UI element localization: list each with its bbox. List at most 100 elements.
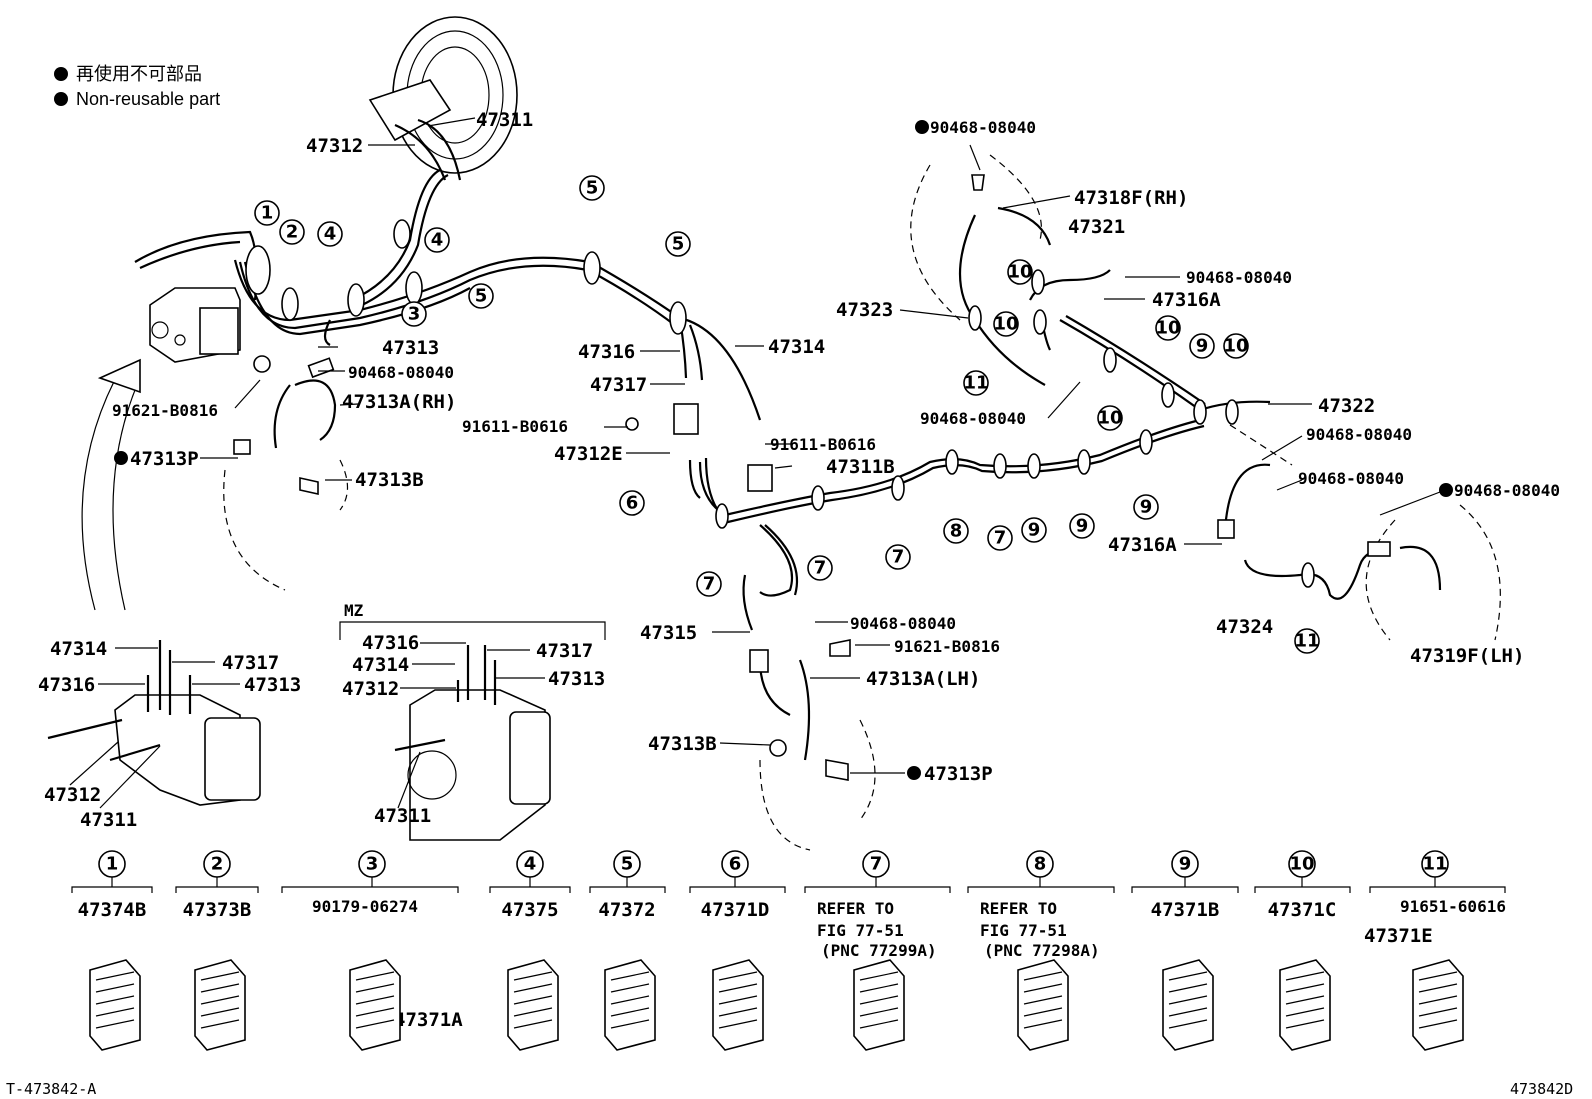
- label-90468-08040: 90468-08040: [850, 614, 956, 633]
- label-91611-B0616: 91611-B0616: [770, 435, 876, 454]
- clamp-number: 5: [621, 854, 634, 875]
- label-47317: 47317: [536, 640, 593, 662]
- non-reusable-dot-icon: [54, 92, 68, 106]
- non-reusable-dot-icon: [114, 451, 128, 465]
- label-91621-B0816: 91621-B0816: [894, 637, 1000, 656]
- callout-7: 7: [696, 571, 722, 597]
- legend-en: Non-reusable part: [76, 89, 220, 109]
- svg-text:5: 5: [672, 234, 685, 255]
- callout-10: 10: [1097, 405, 1123, 431]
- svg-text:9: 9: [1140, 497, 1153, 518]
- svg-text:10: 10: [1097, 408, 1122, 429]
- non-reusable-dot-icon: [907, 766, 921, 780]
- clamp-drawing: [89, 959, 141, 1051]
- callout-5: 5: [579, 175, 605, 201]
- label-47311: 47311: [476, 109, 533, 131]
- callout-10: 10: [1223, 333, 1249, 359]
- callout-6: 6: [619, 490, 645, 516]
- label-47312: 47312: [342, 678, 399, 700]
- actuator-inset-mz: [339, 621, 606, 841]
- label-47311B: 47311B: [826, 456, 895, 478]
- label-47317: 47317: [590, 374, 647, 396]
- clamp-drawing: [194, 959, 246, 1051]
- callout-9: 9: [1189, 333, 1215, 359]
- callout-7: 7: [987, 525, 1013, 551]
- clamp-part-number: 47375: [501, 899, 558, 921]
- clamp-sub-part-number: 47371E: [1364, 925, 1433, 947]
- svg-text:5: 5: [586, 178, 599, 199]
- label-90468-08040: 90468-08040: [1186, 268, 1292, 287]
- part-labels: 47311 47312 47313 90468-08040 47313A(RH)…: [38, 109, 1560, 831]
- clamp-number: 6: [729, 854, 742, 875]
- label-90468-08040: 90468-08040: [930, 118, 1036, 137]
- non-reusable-dot-icon: [1439, 483, 1453, 497]
- label-47319F-LH: 47319F(LH): [1410, 645, 1524, 667]
- brake-booster-drawing: [368, 16, 518, 181]
- callout-7: 7: [885, 544, 911, 570]
- label-90468-08040: 90468-08040: [1306, 425, 1412, 444]
- label-47317: 47317: [222, 652, 279, 674]
- clamp-drawing: [507, 959, 559, 1051]
- label-47313A-RH: 47313A(RH): [342, 391, 456, 413]
- label-47323: 47323: [836, 299, 893, 321]
- label-91621-B0816: 91621-B0816: [112, 401, 218, 420]
- label-47314: 47314: [50, 638, 107, 660]
- clamp-number: 9: [1179, 854, 1192, 875]
- clamp-drawing: [349, 959, 401, 1051]
- clamp-part-number: 47371C: [1268, 899, 1337, 921]
- view-arrow-line: [112, 377, 141, 611]
- clamp-drawing: [1017, 959, 1069, 1051]
- clamp-refer-line: FIG 77-51: [817, 921, 904, 940]
- clamp-drawing: [604, 959, 656, 1051]
- non-reusable-dot-icon: [915, 120, 929, 134]
- clamp-refer-line: REFER TO: [980, 899, 1057, 918]
- label-47314: 47314: [352, 654, 409, 676]
- label-90468-08040: 90468-08040: [920, 409, 1026, 428]
- label-47313A-LH: 47313A(LH): [866, 668, 980, 690]
- clamp-drawing: [1162, 959, 1214, 1051]
- svg-text:10: 10: [1155, 318, 1180, 339]
- callout-9: 9: [1069, 513, 1095, 539]
- label-47313B: 47313B: [355, 469, 424, 491]
- svg-text:10: 10: [993, 314, 1018, 335]
- clamp-part-number: 47373B: [183, 899, 252, 921]
- svg-text:11: 11: [963, 373, 988, 394]
- label-47313P: 47313P: [130, 448, 199, 470]
- label-47316: 47316: [362, 632, 419, 654]
- label-47316A: 47316A: [1152, 289, 1221, 311]
- label-47311: 47311: [80, 809, 137, 831]
- svg-text:10: 10: [1223, 336, 1248, 357]
- callout-5: 5: [665, 231, 691, 257]
- label-47312E: 47312E: [554, 443, 623, 465]
- clamp-number: 2: [211, 854, 224, 875]
- clamp-number: 10: [1289, 854, 1314, 875]
- svg-text:6: 6: [626, 493, 639, 514]
- label-47316: 47316: [578, 341, 635, 363]
- leader-lines: [69, 117, 1441, 809]
- label-90468-08040: 90468-08040: [1298, 469, 1404, 488]
- callout-7: 7: [807, 555, 833, 581]
- figure-code-right: 473842D: [1510, 1080, 1573, 1098]
- clamp-refer-line: REFER TO: [817, 899, 894, 918]
- clamp-part-number: 91651-60616: [1400, 897, 1506, 916]
- clamp-number: 4: [524, 854, 537, 875]
- rear-lh-assembly: [1217, 424, 1501, 641]
- clamp-part-number: 47371D: [701, 899, 770, 921]
- callout-11: 11: [1294, 628, 1320, 654]
- clamp-table: 147374B247373B390179-0627447371A44737554…: [71, 850, 1506, 1051]
- callout-9: 9: [1133, 494, 1159, 520]
- clamp-refer-line: FIG 77-51: [980, 921, 1067, 940]
- label-47314: 47314: [768, 336, 825, 358]
- label-47313: 47313: [382, 337, 439, 359]
- front-rh-hose: [223, 355, 349, 591]
- clamp-sub-part-number: 47371A: [394, 1009, 463, 1031]
- clamp-number: 7: [870, 854, 883, 875]
